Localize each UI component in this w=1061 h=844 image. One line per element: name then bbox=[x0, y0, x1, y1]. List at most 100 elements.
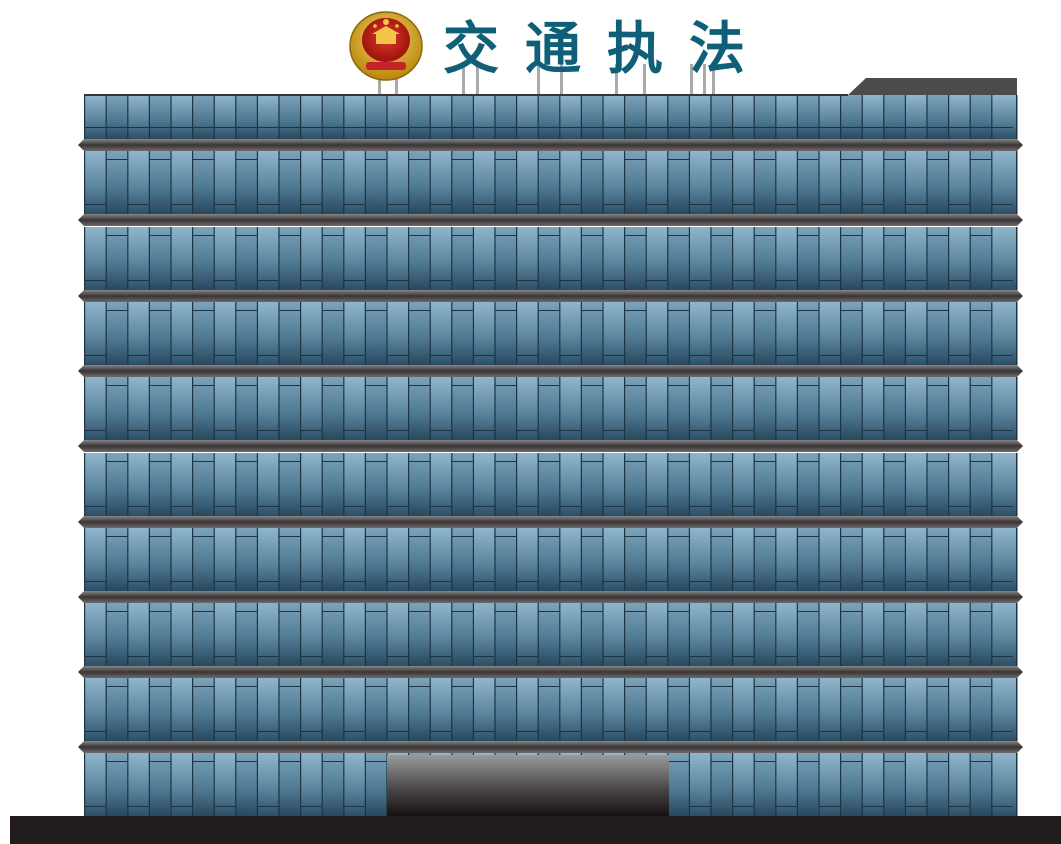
glass-panel bbox=[105, 227, 128, 290]
glass-panel bbox=[192, 603, 214, 666]
transom bbox=[818, 581, 840, 582]
transom bbox=[84, 581, 106, 582]
glass-panel bbox=[667, 227, 689, 290]
mullion bbox=[192, 678, 194, 741]
mullion bbox=[537, 95, 539, 139]
mullion bbox=[624, 678, 626, 741]
transom bbox=[948, 806, 970, 807]
mullion bbox=[818, 453, 820, 516]
transom bbox=[645, 127, 668, 128]
glass-panel bbox=[710, 528, 732, 591]
mullion bbox=[170, 377, 172, 440]
transom bbox=[883, 385, 905, 386]
glass-panel bbox=[408, 151, 430, 214]
mullion bbox=[840, 603, 842, 666]
mullion bbox=[1016, 227, 1018, 290]
transom bbox=[710, 461, 732, 462]
transom bbox=[256, 506, 279, 507]
transom bbox=[127, 731, 149, 732]
mullion bbox=[580, 95, 582, 139]
glass-panel bbox=[321, 603, 344, 666]
glass-panel bbox=[796, 528, 819, 591]
transom bbox=[667, 310, 689, 311]
transom bbox=[969, 536, 992, 537]
mullion bbox=[451, 302, 453, 365]
glass-panel bbox=[537, 528, 560, 591]
mullion bbox=[278, 227, 280, 290]
sign-post bbox=[476, 64, 479, 96]
mullion bbox=[559, 678, 561, 741]
glass-panel bbox=[926, 753, 948, 816]
mullion bbox=[429, 377, 431, 440]
transom bbox=[278, 159, 300, 160]
transom bbox=[904, 204, 927, 205]
mullion bbox=[300, 227, 302, 290]
mullion bbox=[969, 227, 971, 290]
mullion bbox=[105, 753, 107, 816]
transom bbox=[84, 731, 106, 732]
glass-panel bbox=[840, 753, 862, 816]
glass-panel bbox=[883, 302, 905, 365]
transom bbox=[429, 656, 452, 657]
transom bbox=[991, 731, 1013, 732]
transom bbox=[580, 611, 603, 612]
transom bbox=[580, 461, 603, 462]
mullion bbox=[148, 95, 150, 139]
transom bbox=[602, 204, 624, 205]
mullion bbox=[580, 227, 582, 290]
mullion bbox=[775, 678, 777, 741]
mullion bbox=[904, 528, 906, 591]
transom bbox=[861, 731, 884, 732]
glass-panel bbox=[580, 95, 603, 139]
mullion bbox=[1016, 95, 1018, 139]
transom bbox=[408, 235, 430, 236]
transom bbox=[753, 310, 776, 311]
transom bbox=[580, 310, 603, 311]
mullion bbox=[688, 453, 690, 516]
glass-panel bbox=[710, 95, 732, 139]
mullion bbox=[1016, 753, 1018, 816]
mullion bbox=[1016, 678, 1018, 741]
glass-panel bbox=[537, 95, 560, 139]
mullion bbox=[105, 678, 107, 741]
mullion bbox=[991, 453, 993, 516]
glass-panel bbox=[364, 95, 387, 139]
transom bbox=[796, 159, 819, 160]
transom bbox=[364, 761, 387, 762]
mullion bbox=[645, 151, 647, 214]
mullion bbox=[775, 151, 777, 214]
mullion bbox=[213, 377, 215, 440]
mullion bbox=[969, 302, 971, 365]
glass-panel bbox=[580, 678, 603, 741]
glass-panel bbox=[580, 227, 603, 290]
mullion bbox=[969, 678, 971, 741]
glass-panel bbox=[408, 227, 430, 290]
transom bbox=[408, 686, 430, 687]
mullion bbox=[926, 753, 928, 816]
transom bbox=[472, 430, 495, 431]
transom bbox=[235, 461, 257, 462]
transom bbox=[256, 731, 279, 732]
mullion bbox=[343, 603, 345, 666]
glass-panel bbox=[667, 151, 689, 214]
mullion bbox=[926, 678, 928, 741]
transom bbox=[710, 611, 732, 612]
glass-panel bbox=[710, 227, 732, 290]
glass-panel bbox=[278, 528, 300, 591]
mullion bbox=[1016, 377, 1018, 440]
mullion bbox=[537, 603, 539, 666]
glass-panel bbox=[969, 453, 992, 516]
transom bbox=[429, 506, 452, 507]
transom bbox=[559, 581, 581, 582]
glass-panel bbox=[624, 377, 646, 440]
glass-panel bbox=[753, 453, 776, 516]
mullion bbox=[883, 603, 885, 666]
glass-panel bbox=[710, 453, 732, 516]
mullion bbox=[667, 227, 669, 290]
transom bbox=[300, 506, 322, 507]
mullion bbox=[667, 603, 669, 666]
mullion bbox=[840, 678, 842, 741]
mullion bbox=[235, 678, 237, 741]
glass-panel bbox=[192, 227, 214, 290]
mullion bbox=[926, 95, 928, 139]
